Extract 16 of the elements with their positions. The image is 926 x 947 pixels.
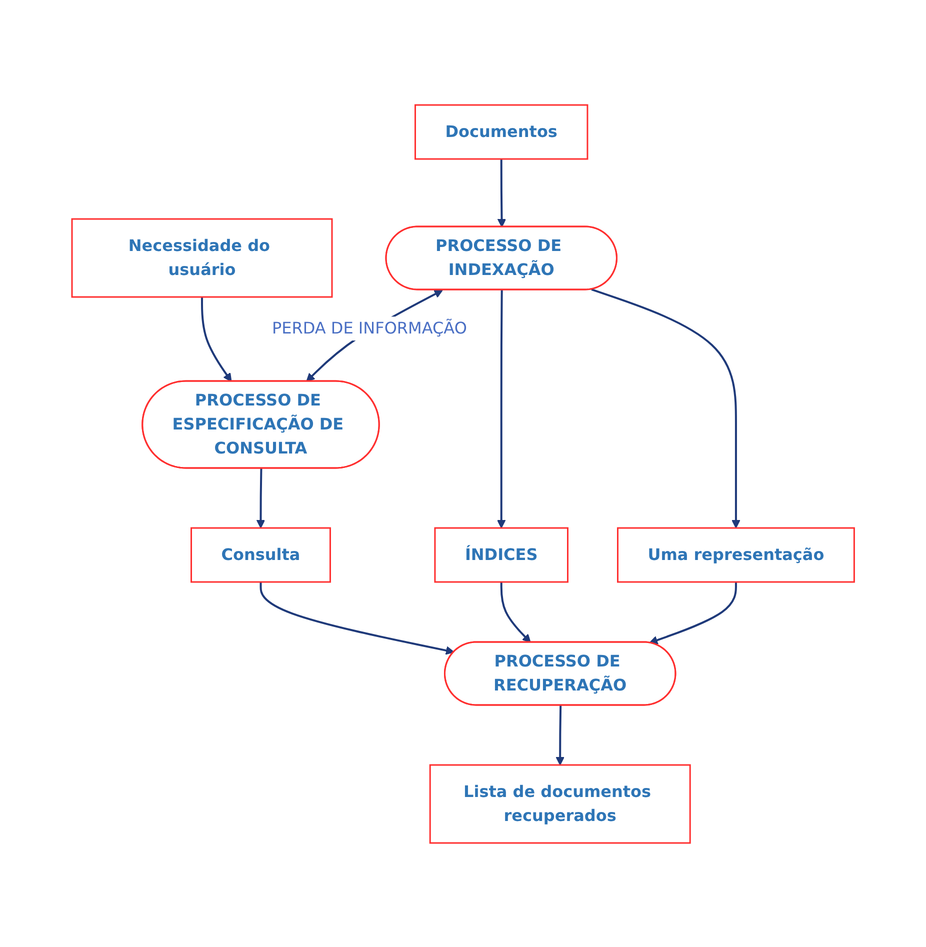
arrow [591, 288, 740, 528]
arrow [496, 289, 506, 528]
node-box: Consulta [190, 526, 331, 582]
node-box: Necessidade do usuário [71, 218, 333, 298]
node-box: Documentos [414, 104, 588, 160]
arrow [200, 296, 232, 382]
edge-label: PERDA DE INFORMAÇÃO [272, 318, 467, 338]
arrow [497, 158, 506, 227]
arrow [556, 704, 564, 765]
arrow [500, 582, 531, 642]
node-box: Lista de documentos recuperados [429, 764, 691, 844]
arrow [260, 582, 454, 654]
node-box: ÍNDICES [434, 526, 568, 582]
arrow [256, 468, 266, 528]
node-box: Uma representação [616, 526, 855, 582]
arrow [648, 582, 737, 644]
